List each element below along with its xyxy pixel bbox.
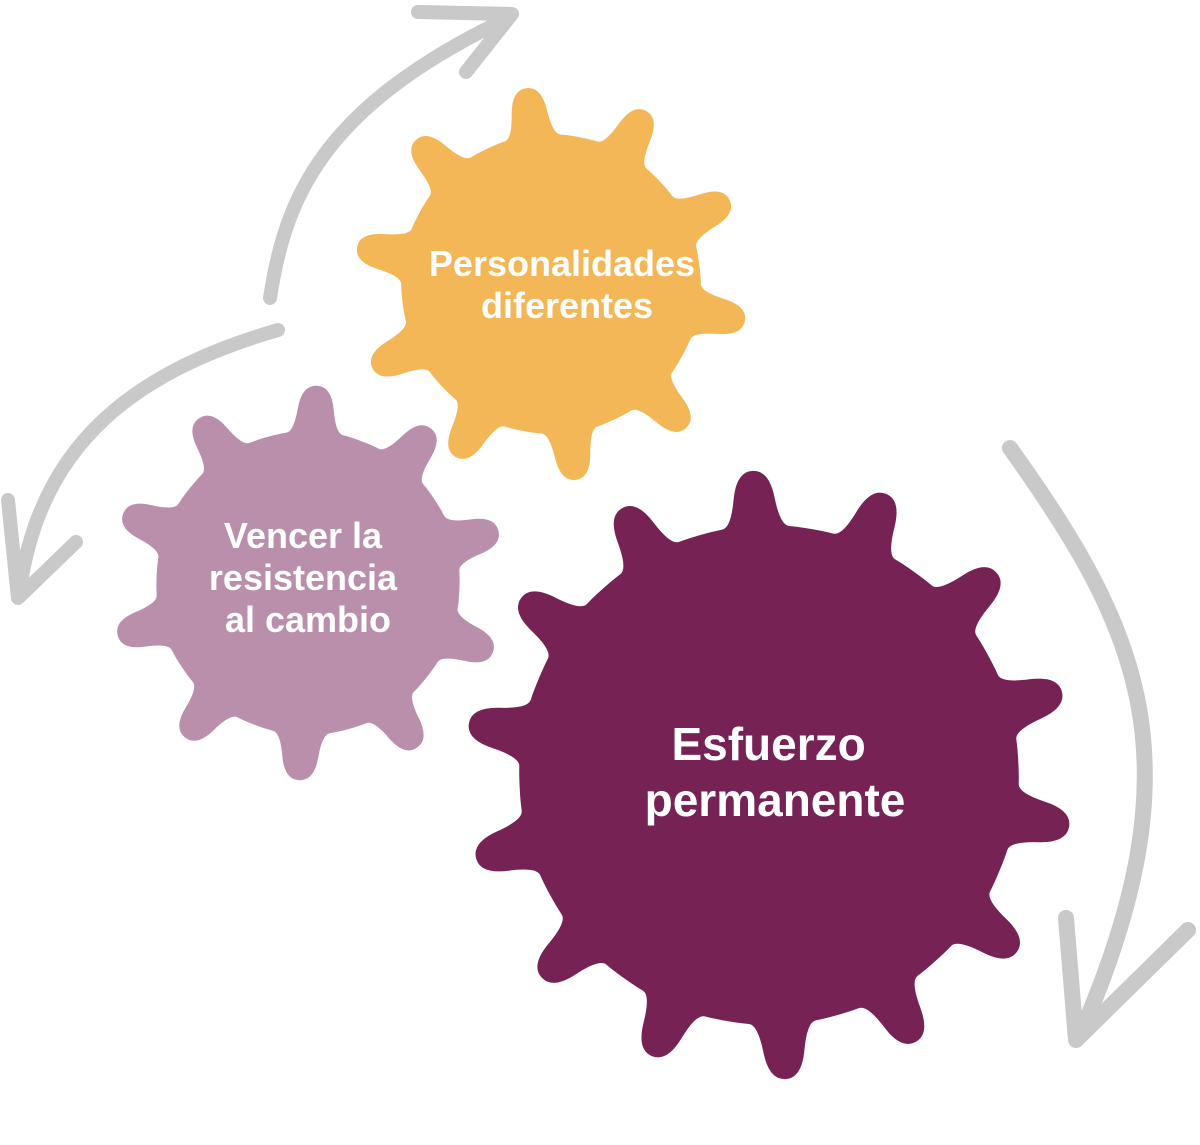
- arrow-right: [1002, 440, 1196, 1048]
- gear-shape: [468, 470, 1070, 1080]
- gear-label-line: al cambio: [225, 599, 391, 640]
- gear-shape: [356, 87, 746, 481]
- gear-label-line: diferentes: [481, 285, 653, 326]
- gear-label-line: permanente: [645, 774, 906, 826]
- gear-vencer-resistencia: Vencer la resistencia al cambio: [117, 385, 499, 781]
- cycle-arrows: [1, 5, 1196, 1048]
- gear-label-personalidades: Personalidades diferentes: [429, 243, 705, 326]
- gear-label-line: Vencer la: [224, 515, 383, 556]
- gear-shape: [117, 385, 499, 781]
- gear-label-line: resistencia: [209, 557, 398, 598]
- arrow-top: [263, 5, 519, 305]
- gear-label-vencer: Vencer la resistencia al cambio: [209, 515, 407, 640]
- gear-label-line: Esfuerzo: [671, 718, 865, 770]
- gear-personalidades-diferentes: Personalidades diferentes: [356, 87, 746, 481]
- gear-label-line: Personalidades: [429, 243, 695, 284]
- arrow-left: [1, 323, 285, 605]
- gear-label-esfuerzo: Esfuerzo permanente: [645, 718, 906, 826]
- gear-esfuerzo-permanente: Esfuerzo permanente: [468, 470, 1070, 1080]
